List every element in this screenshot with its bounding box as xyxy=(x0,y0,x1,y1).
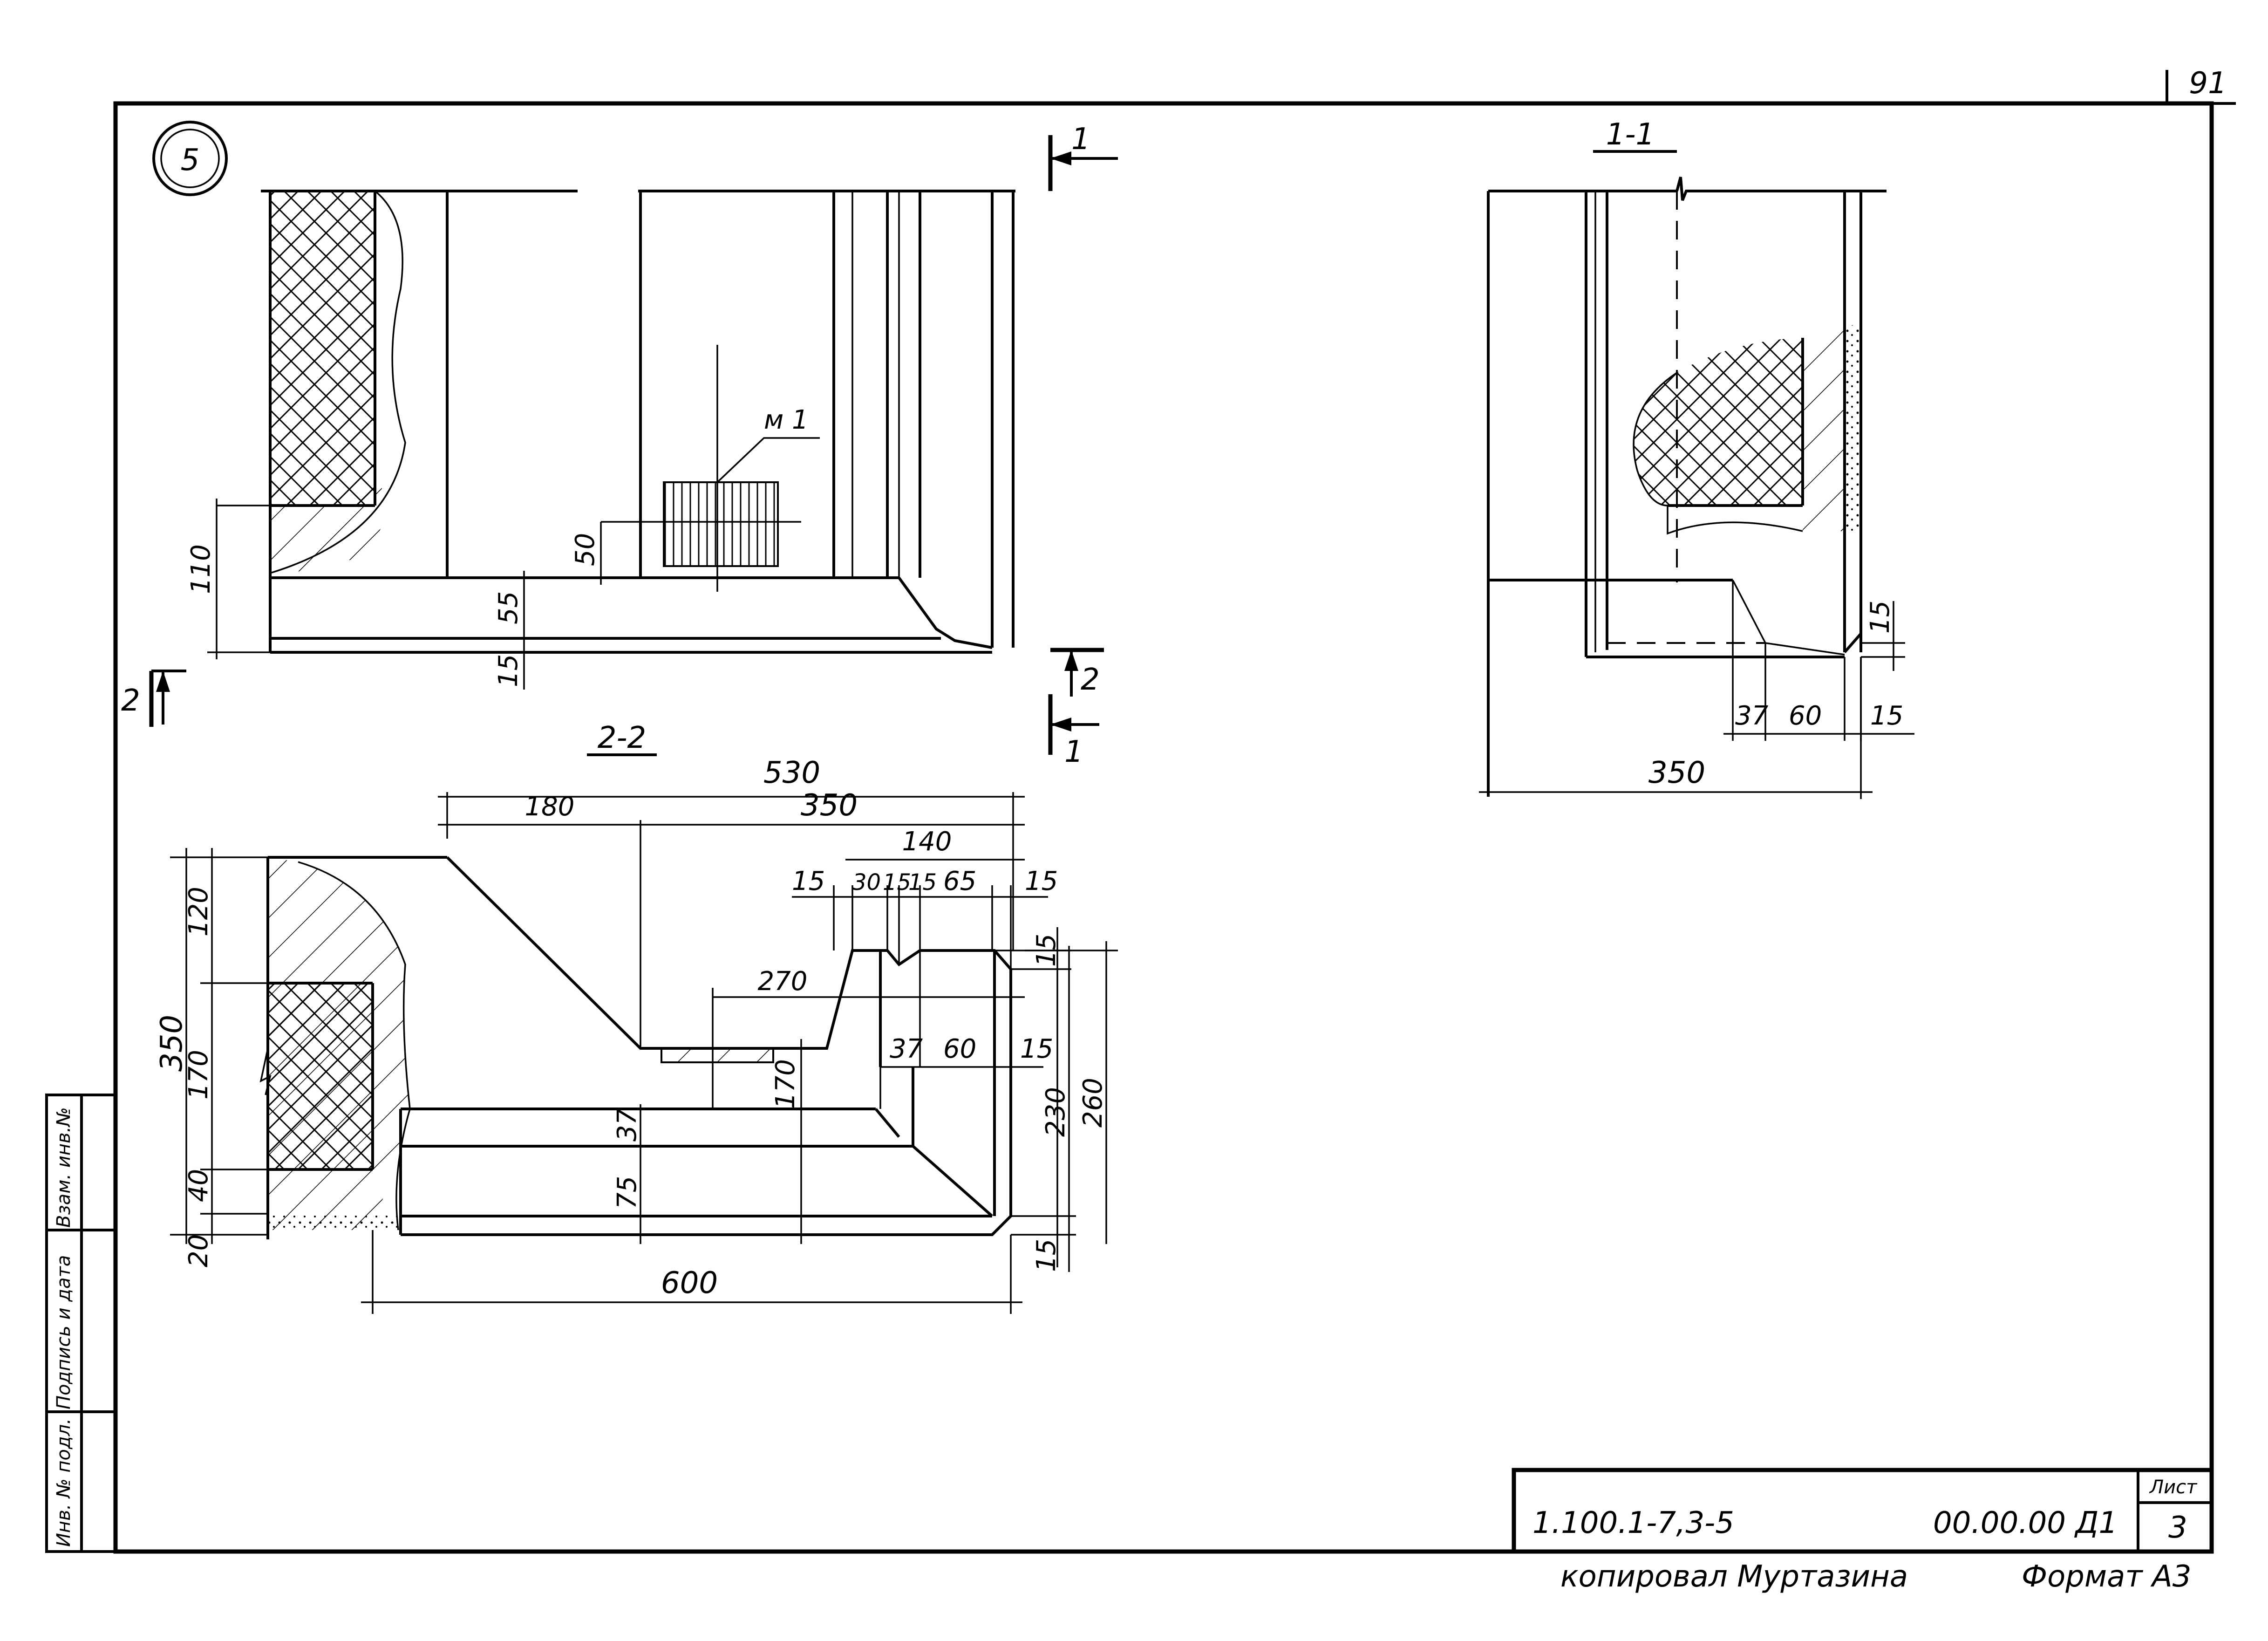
dim-2-2-170left: 170 xyxy=(184,1050,214,1100)
view-2-2-title: 2-2 xyxy=(598,721,647,755)
section-marker-2-right-label: 2 xyxy=(1081,663,1100,697)
dim-2-2-15a: 15 xyxy=(792,866,825,896)
section-marker-2-left-label: 2 xyxy=(121,684,140,718)
detail-mark-inner xyxy=(160,129,220,188)
dim-2-2-260: 260 xyxy=(1078,1078,1108,1128)
front-mark-m1 xyxy=(663,481,779,567)
dim-1-1-60: 60 xyxy=(1789,701,1822,731)
detail-mark: 5 xyxy=(181,143,200,178)
front-view: м 1 110 50 55 15 xyxy=(186,190,1015,690)
dim-front-55: 55 xyxy=(493,591,524,624)
title-copied-by: копировал Муртазина xyxy=(1560,1559,1908,1594)
title-block: 1.100.1-7,3-5 00.00.00 Д1 Лист 3 копиров… xyxy=(1512,1468,2214,1594)
dim-front-15: 15 xyxy=(493,654,524,687)
side-stamp-inv-orig: Инв. № подл. xyxy=(53,1418,75,1547)
view-2-2-mark-m1 xyxy=(661,1047,774,1063)
front-hatch-diag xyxy=(270,466,384,578)
dim-2-2-530: 530 xyxy=(763,756,820,790)
section-marker-2-right: 2 xyxy=(1050,648,1104,697)
view-2-2-hatch-dots xyxy=(268,1214,398,1230)
dim-2-2-15c: 15 xyxy=(908,869,937,896)
dim-2-2-120: 120 xyxy=(184,887,214,937)
title-format: Формат А3 xyxy=(2022,1559,2192,1594)
dim-front-110: 110 xyxy=(186,544,216,594)
sheet-frame xyxy=(113,101,2214,1554)
section-marker-1-top-label: 1 xyxy=(1071,122,1090,157)
front-hatch-cross xyxy=(270,191,375,506)
dim-2-2-40: 40 xyxy=(184,1169,214,1202)
dim-2-2-37v: 37 xyxy=(612,1108,642,1142)
section-marker-2-left: 2 xyxy=(121,670,186,727)
section-marker-1-top: 1 xyxy=(1048,122,1118,191)
view-2-2: 2-2 530 180 350 140 xyxy=(155,721,1118,1314)
leader-m1 xyxy=(716,437,820,483)
dim-2-2-60: 60 xyxy=(943,1034,976,1064)
dim-2-2-170v: 170 xyxy=(770,1059,801,1109)
view-1-1-title: 1-1 xyxy=(1606,117,1655,152)
title-sheet-no: 3 xyxy=(2168,1511,2187,1545)
view-1-1: 1-1 15 37 60 15 350 xyxy=(1479,117,1914,799)
dim-2-2-15g: 15 xyxy=(1031,1239,1062,1272)
dim-front-50: 50 xyxy=(570,533,600,566)
title-sheet-code: 00.00.00 Д1 xyxy=(1933,1506,2118,1540)
dim-2-2-270: 270 xyxy=(758,966,808,997)
dim-2-2-37: 37 xyxy=(890,1034,923,1064)
dim-2-2-350left: 350 xyxy=(155,1015,189,1072)
section-marker-1-bottom-label: 1 xyxy=(1064,735,1083,769)
side-stamp: Инв. № подл. Подпись и дата Взам. инв.№ xyxy=(45,1094,117,1553)
view-1-1-hatch-dots xyxy=(1845,321,1861,531)
dim-2-2-15f: 15 xyxy=(1020,1034,1053,1064)
section-marker-1-bottom: 1 xyxy=(1048,694,1099,769)
leader-m1-label: м 1 xyxy=(764,405,809,435)
front-break-line xyxy=(270,190,406,574)
title-doc-code: 1.100.1-7,3-5 xyxy=(1532,1506,1734,1540)
dim-2-2-15b: 15 xyxy=(883,869,911,896)
dim-1-1-15a: 15 xyxy=(1865,601,1895,634)
dim-1-1-350: 350 xyxy=(1648,756,1705,790)
dim-2-2-140: 140 xyxy=(902,827,952,857)
side-stamp-sign-date: Подпись и дата xyxy=(53,1255,75,1409)
dim-2-2-350top: 350 xyxy=(801,788,858,823)
view-1-1-hatch-cross xyxy=(1634,338,1803,506)
view-1-1-hatch-diag xyxy=(1803,328,1845,531)
dim-2-2-180: 180 xyxy=(525,792,575,822)
dim-1-1-37: 37 xyxy=(1735,701,1769,731)
dim-2-2-600: 600 xyxy=(661,1266,718,1300)
page-number: 91 xyxy=(2189,66,2227,101)
dim-2-2-230: 230 xyxy=(1041,1087,1071,1137)
dim-2-2-30: 30 xyxy=(852,869,881,896)
dim-2-2-20: 20 xyxy=(184,1234,214,1267)
view-2-2-break-line xyxy=(298,861,411,1231)
title-sheet-label: Лист xyxy=(2149,1477,2198,1498)
dim-2-2-15d: 15 xyxy=(1025,866,1058,896)
dim-2-2-65: 65 xyxy=(943,866,976,896)
side-stamp-inv-repl: Взам. инв.№ xyxy=(53,1107,75,1228)
view-1-1-break-line xyxy=(1633,372,1803,535)
dim-2-2-75: 75 xyxy=(612,1176,642,1209)
detail-mark-outer xyxy=(152,121,228,196)
view-2-2-hatch-cross xyxy=(268,983,373,1169)
dim-1-1-15b: 15 xyxy=(1870,701,1903,731)
